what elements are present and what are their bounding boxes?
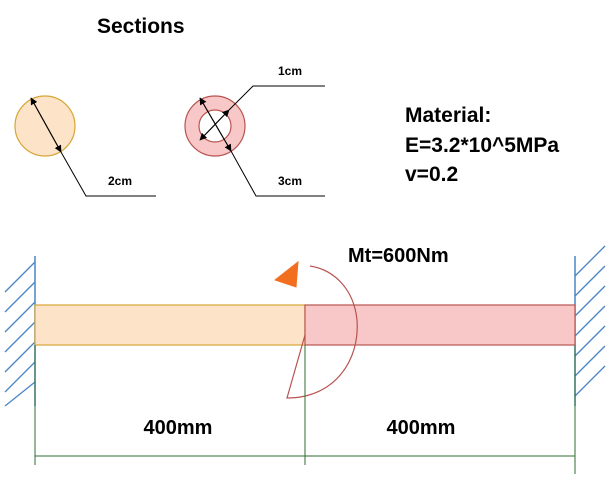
inner-leader-line: [228, 85, 325, 111]
solid-diameter-label: 2cm: [108, 174, 132, 188]
material-block: Material: E=3.2*10^5MPa v=0.2: [405, 104, 559, 186]
beam-segment-hollow: [304, 304, 576, 346]
beam-segment-solid: [34, 304, 306, 346]
span-label-left: 400mm: [144, 417, 213, 439]
torque-arc: [286, 265, 358, 399]
solid-diameter-arrow: [30, 97, 62, 153]
sections-title: Sections: [97, 15, 185, 38]
hollow-inner-circle: [198, 109, 232, 143]
torque-arrowhead: [273, 260, 299, 288]
right-support: [574, 245, 606, 406]
hollow-section: 1cm 3cm: [184, 64, 325, 197]
solid-leader-line: [60, 151, 156, 197]
inner-diameter-label: 1cm: [278, 64, 302, 78]
torque-moment: Mt=600Nm: [273, 245, 449, 399]
solid-section: 2cm: [14, 95, 156, 197]
material-modulus: E=3.2*10^5MPa: [405, 134, 559, 157]
outer-leader-line: [230, 150, 325, 197]
left-support: [4, 256, 36, 407]
torque-label: Mt=600Nm: [348, 245, 449, 267]
material-heading: Material:: [405, 104, 491, 127]
right-wall-hatch: [574, 245, 606, 397]
span-label-right: 400mm: [387, 417, 456, 439]
solid-circle: [14, 95, 76, 157]
dimension-lines: [34, 345, 576, 474]
outer-diameter-label: 3cm: [278, 174, 302, 188]
outer-diameter-arrow: [199, 97, 232, 152]
material-poisson: v=0.2: [405, 163, 458, 186]
left-wall-hatch: [4, 261, 36, 407]
